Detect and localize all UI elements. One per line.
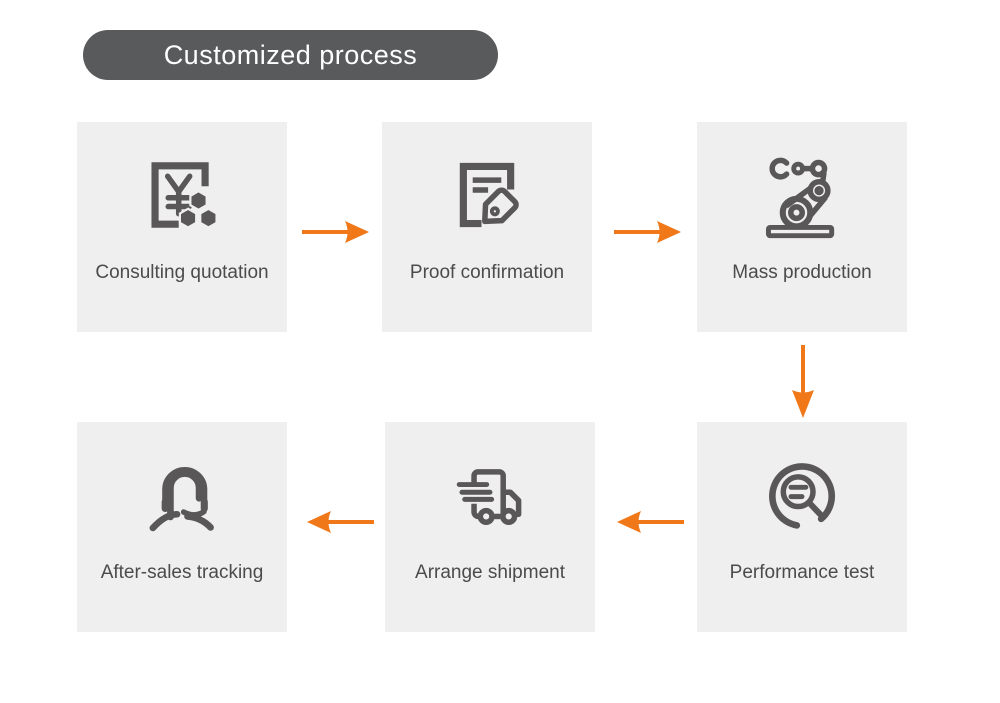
step-card-performance-test: Performance test [697, 422, 907, 632]
truck-icon [385, 440, 595, 550]
headset-icon [77, 440, 287, 550]
step-card-consulting-quotation: Consulting quotation [77, 122, 287, 332]
arrow-right-icon [302, 221, 369, 243]
quotation-icon [77, 140, 287, 250]
step-label: Arrange shipment [415, 562, 565, 583]
arrow-right-icon [614, 221, 681, 243]
step-card-proof-confirmation: Proof confirmation [382, 122, 592, 332]
step-label: After-sales tracking [100, 562, 264, 583]
proof-tag-icon [382, 140, 592, 250]
arrow-left-icon [307, 511, 374, 533]
step-label: Performance test [729, 562, 875, 583]
robot-arm-icon [697, 140, 907, 250]
section-title: Customized process [163, 39, 418, 70]
step-card-mass-production: Mass production [697, 122, 907, 332]
step-card-arrange-shipment: Arrange shipment [385, 422, 595, 632]
magnifier-icon [697, 440, 907, 550]
arrow-down-icon [792, 345, 814, 418]
step-label: Consulting quotation [95, 262, 269, 283]
section-title-pill: Customized process [83, 30, 498, 80]
arrow-left-icon [617, 511, 684, 533]
step-label: Mass production [732, 262, 872, 283]
step-card-after-sales-tracking: After-sales tracking [77, 422, 287, 632]
step-label: Proof confirmation [409, 262, 565, 283]
